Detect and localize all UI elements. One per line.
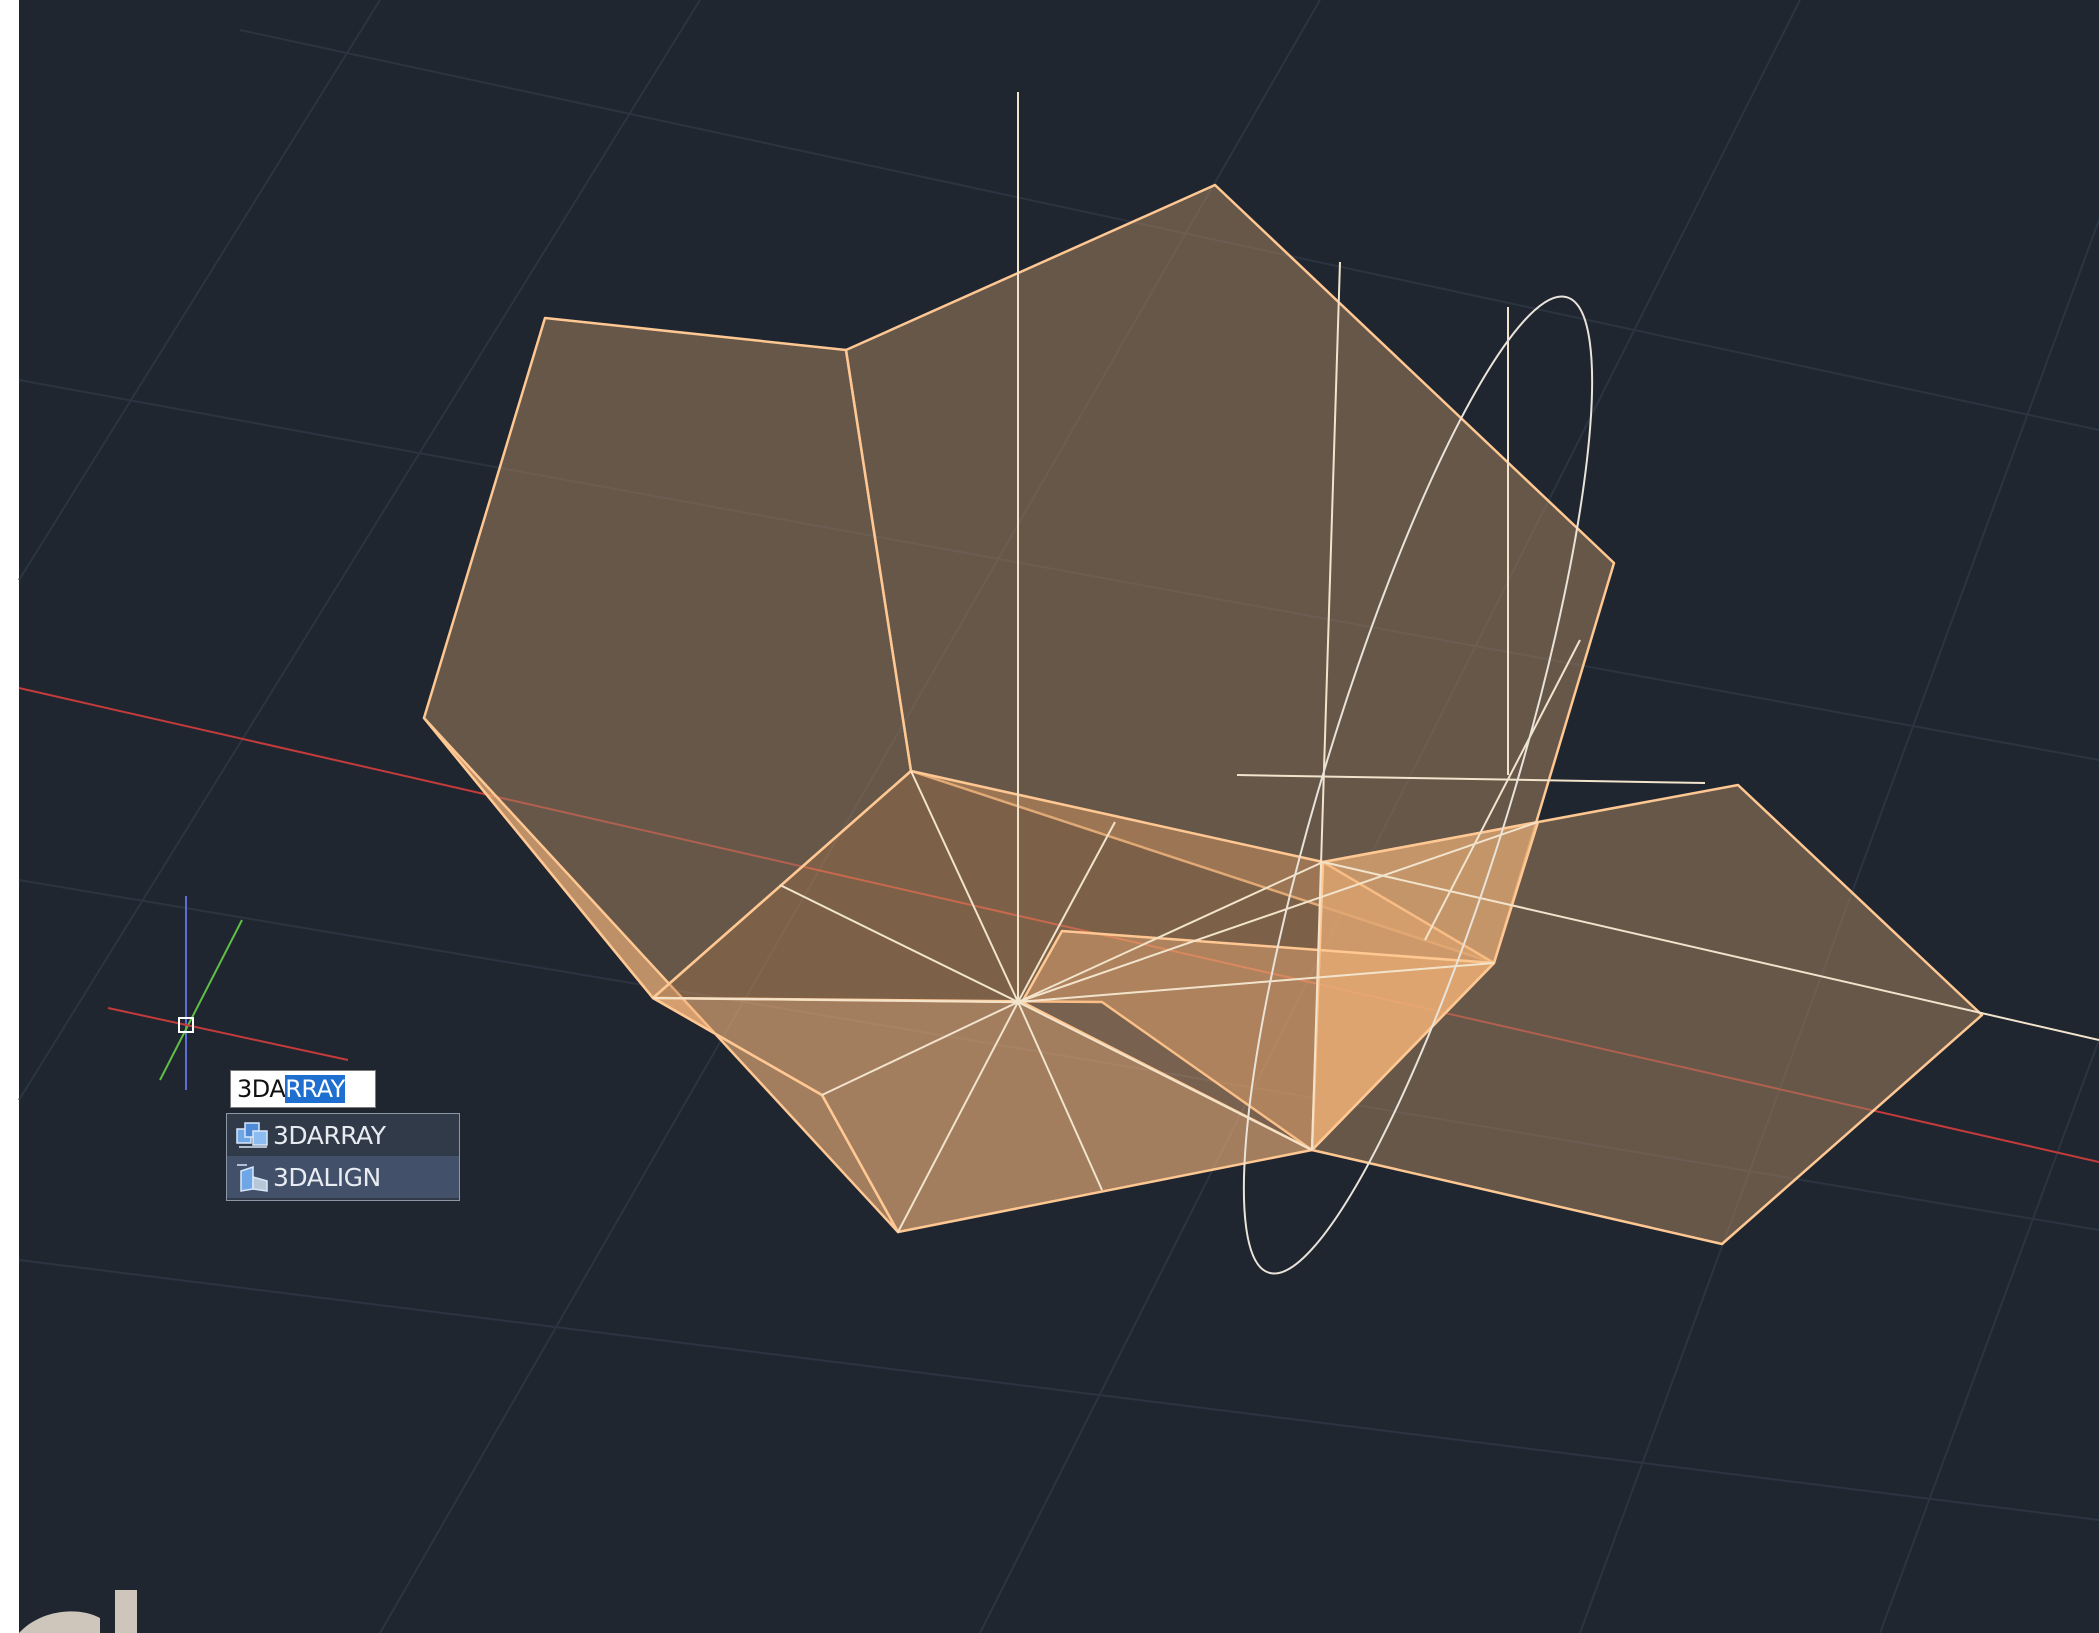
construction-line [1017, 821, 1539, 1003]
grid-line [1879, 1039, 2099, 1633]
construction-line [910, 770, 1019, 1003]
dodecahedron-solid[interactable] [422, 183, 1984, 1246]
autocomplete-selection-text: RRAY [285, 1075, 345, 1103]
x-axis-line [107, 1007, 349, 1061]
construction-line [1017, 821, 1116, 1003]
autocomplete-item-label: 3DALIGN [273, 1162, 381, 1192]
autocomplete-item-3dalign[interactable]: 3DALIGN [227, 1156, 459, 1198]
construction-line [1311, 261, 1341, 1151]
viewport-watermark-fragment [19, 1590, 137, 1633]
y-axis-line [159, 919, 243, 1081]
ucs-crosshair [107, 896, 349, 1090]
typed-command-text: 3DA [237, 1075, 286, 1103]
dynamic-input-field[interactable]: 3DARRAY [230, 1070, 376, 1108]
pentagon-face[interactable] [844, 183, 1616, 965]
construction-line [821, 1001, 1019, 1096]
construction-line [779, 884, 1019, 1003]
command-autocomplete-list[interactable]: 3DARRAY 3DALIGN [226, 1113, 460, 1201]
construction-line [1017, 962, 1495, 1003]
construction-line [652, 997, 1019, 1003]
construction-line [1236, 774, 1706, 784]
construction-line [1017, 1001, 1103, 1191]
grid-line [18, 0, 381, 581]
construction-line [1017, 861, 1324, 1003]
glyph-stroke [115, 1590, 137, 1633]
rotation-path-ellipse [1242, 295, 1594, 1275]
construction-line [1424, 639, 1581, 941]
pickbox-cursor [178, 1017, 194, 1033]
3darray-icon [236, 1122, 268, 1148]
construction-line [1017, 1001, 1313, 1151]
3dalign-icon [237, 1164, 268, 1192]
grid-line [18, 0, 701, 1101]
glyph-stroke [19, 1611, 100, 1633]
autocomplete-item-label: 3DARRAY [273, 1120, 386, 1150]
grid-line [18, 1259, 2099, 1521]
construction-geometry [652, 92, 2099, 1275]
autocomplete-item-3darray[interactable]: 3DARRAY [227, 1114, 459, 1156]
construction-line [1322, 861, 2099, 1041]
construction-line [897, 1001, 1019, 1233]
